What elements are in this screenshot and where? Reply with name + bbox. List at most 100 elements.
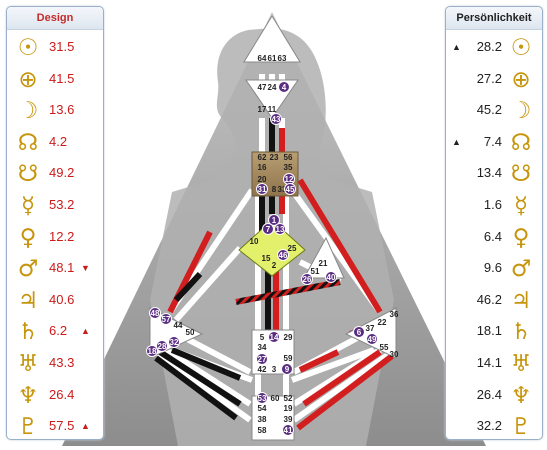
- sun-icon: ☉: [510, 35, 532, 61]
- pluto-icon: ♇: [510, 414, 532, 441]
- gate-37-label[interactable]: 37: [366, 324, 375, 333]
- gate-line-value: 41.5: [49, 70, 75, 86]
- gate-25-label[interactable]: 25: [288, 244, 297, 253]
- solar-plexus-center: [344, 307, 397, 359]
- gate-28-marker: [156, 340, 168, 352]
- gate-47-label[interactable]: 47: [258, 83, 267, 92]
- gate-19-label[interactable]: 19: [284, 404, 293, 413]
- gate-32-label[interactable]: 32: [170, 338, 179, 347]
- gate-51-label[interactable]: 51: [311, 267, 320, 276]
- gate-46-label[interactable]: 46: [279, 251, 288, 260]
- saturn-icon: ♄: [17, 319, 39, 346]
- detriment-arrow-icon: ▼: [81, 263, 90, 274]
- gate-line-value: 13.6: [49, 102, 75, 118]
- gate-57-label[interactable]: 57: [162, 315, 171, 324]
- gate-8-label[interactable]: 8: [272, 185, 277, 194]
- gate-55-label[interactable]: 55: [380, 343, 389, 352]
- gate-23-label[interactable]: 23: [270, 153, 279, 162]
- gate-56-label[interactable]: 56: [284, 153, 293, 162]
- gate-31-label[interactable]: 31: [258, 185, 267, 194]
- gate-line-value: 12.2: [49, 228, 75, 244]
- gate-29-label[interactable]: 29: [284, 333, 293, 342]
- gate-60-label[interactable]: 60: [271, 394, 280, 403]
- gate-49-label[interactable]: 49: [368, 335, 377, 344]
- gate-line-value: 45.2: [476, 102, 502, 118]
- gate-27-label[interactable]: 27: [258, 355, 267, 364]
- gate-39-label[interactable]: 39: [284, 415, 293, 424]
- gate-58-label[interactable]: 58: [258, 426, 267, 435]
- gate-52-label[interactable]: 52: [284, 394, 293, 403]
- gate-43-label[interactable]: 43: [272, 115, 281, 124]
- gate-3-label[interactable]: 3: [272, 365, 277, 374]
- gate-63-label[interactable]: 63: [278, 54, 287, 63]
- gate-54-label[interactable]: 54: [258, 404, 267, 413]
- sun-icon: ☉: [17, 35, 39, 61]
- neptune-icon: ♆: [510, 382, 532, 409]
- personality-row-venus: ♀6.4: [446, 223, 542, 253]
- gate-17-label[interactable]: 17: [258, 105, 267, 114]
- gate-7-label[interactable]: 7: [266, 225, 271, 234]
- gate-36-label[interactable]: 36: [390, 310, 399, 319]
- gate-11-label[interactable]: 11: [268, 105, 277, 114]
- gate-42-label[interactable]: 42: [258, 365, 267, 374]
- gate-line-value: 6.4: [483, 228, 502, 244]
- gate-15-label[interactable]: 15: [262, 254, 271, 263]
- gate-line-value: 53.2: [49, 197, 75, 212]
- gate-62-label[interactable]: 62: [258, 153, 267, 162]
- gate-line-value: 9.6: [483, 260, 502, 276]
- gate-12-label[interactable]: 12: [285, 175, 294, 184]
- gate-48-marker: [149, 307, 161, 319]
- design-row-jupiter: ♃40.6: [7, 286, 103, 316]
- gate-28-label[interactable]: 28: [158, 342, 167, 351]
- south-node-icon: ☋: [510, 161, 532, 188]
- gate-40-label[interactable]: 40: [327, 273, 336, 282]
- design-row-north-node: ☊4.2: [7, 128, 103, 158]
- gate-5-label[interactable]: 5: [260, 333, 265, 342]
- gate-line-value: 18.1: [476, 323, 502, 339]
- head-center: [243, 15, 301, 63]
- mercury-icon: ☿: [513, 193, 529, 219]
- gate-44-label[interactable]: 44: [174, 321, 183, 330]
- gate-18-label[interactable]: 18: [148, 347, 157, 356]
- gate-line-value: 32.2: [476, 418, 502, 434]
- venus-icon: ♀: [19, 224, 37, 251]
- gate-33-label[interactable]: 33: [278, 185, 287, 194]
- gate-13-label[interactable]: 13: [276, 225, 285, 234]
- personality-row-moon: ☽45.2: [446, 96, 542, 126]
- gate-24-label[interactable]: 24: [268, 83, 277, 92]
- gate-line-value: 48.1: [49, 260, 75, 276]
- gate-53-label[interactable]: 53: [258, 394, 267, 403]
- gate-10-label[interactable]: 10: [250, 237, 259, 246]
- gate-16-label[interactable]: 16: [258, 163, 267, 172]
- gate-30-label[interactable]: 30: [390, 350, 399, 359]
- gate-61-label[interactable]: 61: [268, 54, 277, 63]
- gate-1-label[interactable]: 1: [272, 216, 277, 225]
- gate-50-label[interactable]: 50: [186, 328, 195, 337]
- g-center[interactable]: [238, 219, 306, 277]
- design-row-mercury: ☿53.2: [7, 191, 103, 221]
- gate-45-marker: [284, 183, 296, 195]
- gate-35-label[interactable]: 35: [284, 163, 293, 172]
- gate-6-label[interactable]: 6: [357, 328, 362, 337]
- gate-59-label[interactable]: 59: [284, 354, 293, 363]
- gate-22-label[interactable]: 22: [378, 318, 387, 327]
- gate-38-label[interactable]: 38: [258, 415, 267, 424]
- gate-64-label[interactable]: 64: [258, 54, 267, 63]
- gate-48-label[interactable]: 48: [151, 309, 160, 318]
- gate-32-marker: [168, 336, 180, 348]
- gate-20-label[interactable]: 20: [258, 175, 267, 184]
- gate-34-label[interactable]: 34: [258, 343, 267, 352]
- personality-panel-title: Persönlichkeit: [446, 7, 542, 30]
- gate-2-label[interactable]: 2: [272, 261, 277, 270]
- gate-4-label[interactable]: 4: [282, 83, 287, 92]
- gate-45-label[interactable]: 45: [286, 185, 295, 194]
- gate-41-label[interactable]: 41: [284, 426, 293, 435]
- gate-26-label[interactable]: 26: [303, 275, 312, 284]
- gate-14-label[interactable]: 14: [270, 333, 279, 342]
- gate-9-label[interactable]: 9: [285, 365, 290, 374]
- jupiter-icon: ♃: [17, 287, 39, 314]
- personality-row-jupiter: ♃46.2: [446, 286, 542, 316]
- personality-row-sun: ☉28.2▲: [446, 33, 542, 63]
- gate-21-label[interactable]: 21: [319, 259, 328, 268]
